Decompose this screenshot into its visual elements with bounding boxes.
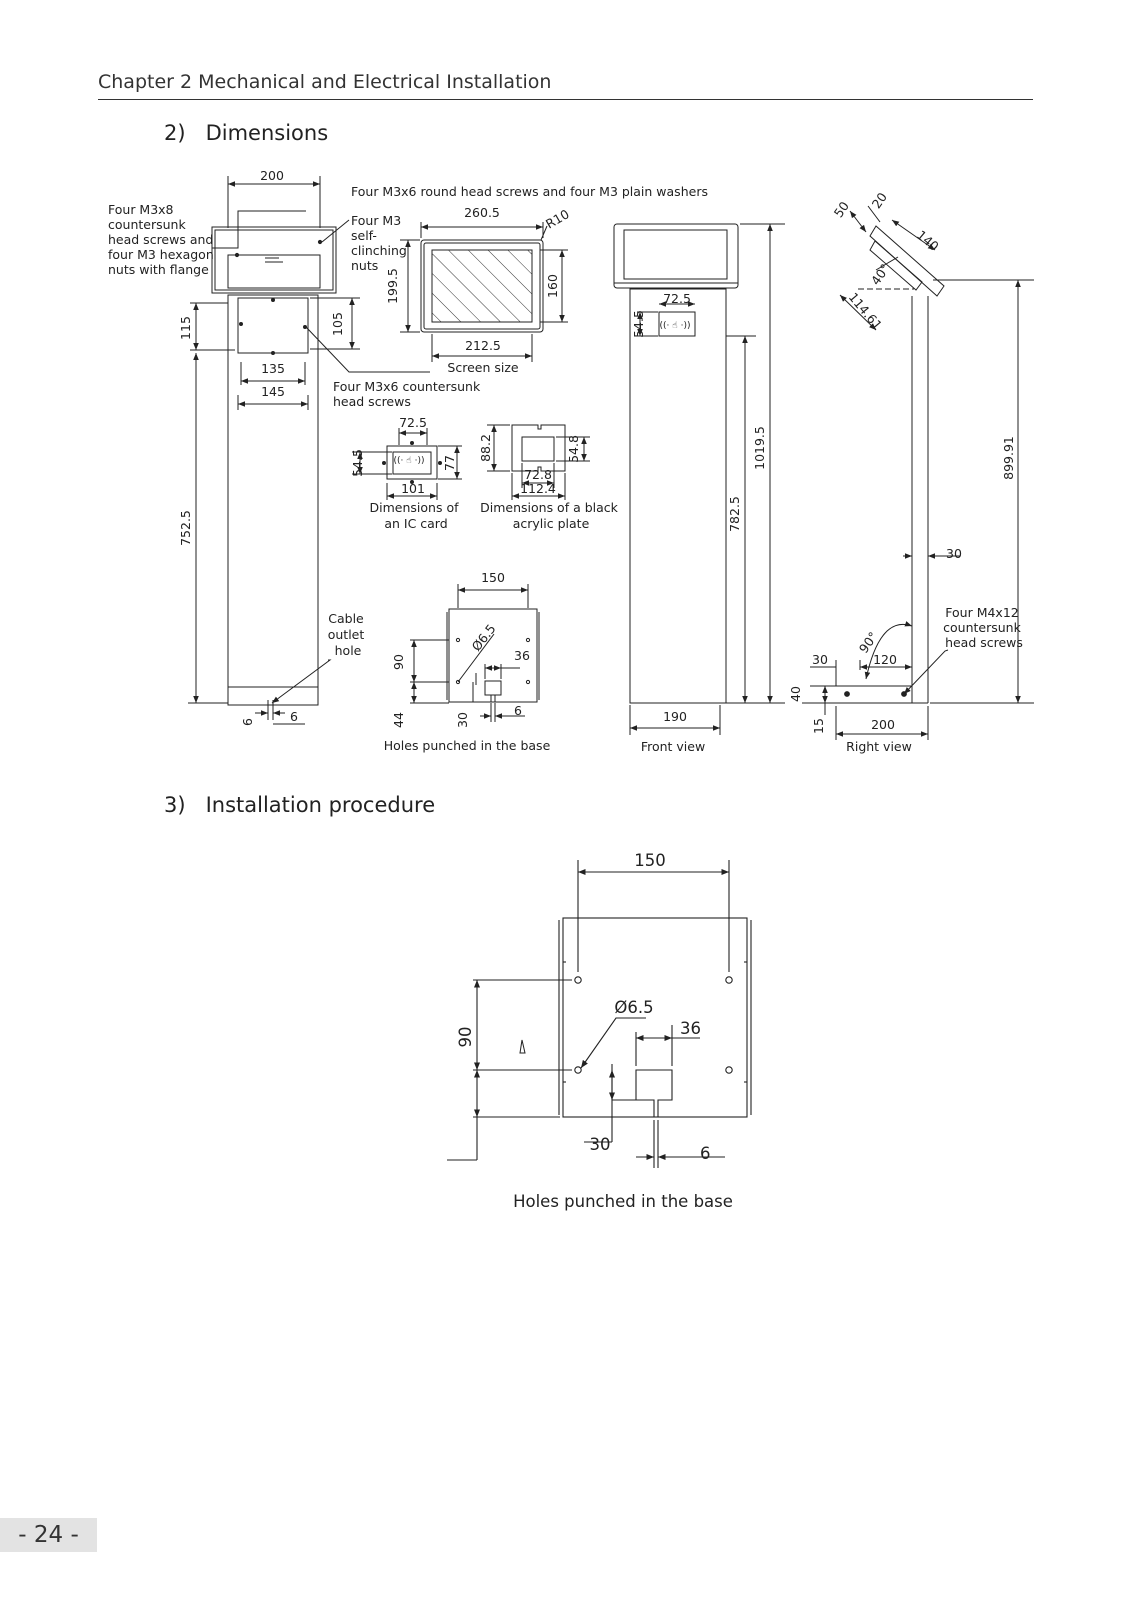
base-large-caption: Holes punched in the base <box>513 1192 733 1211</box>
base-large-drawing <box>447 860 752 1168</box>
base-large-dim-90: 90 <box>456 1027 475 1048</box>
rfid-icon-front: ((· ☝ ·)) <box>660 321 691 331</box>
acrylic-dim-112-4: 112.4 <box>520 481 556 496</box>
dim-160: 160 <box>545 274 560 298</box>
acrylic-plate-drawing <box>487 424 590 500</box>
dim-260-5: 260.5 <box>464 205 500 220</box>
base-small-dim-30: 30 <box>455 712 470 728</box>
right-dim-899-91: 899.91 <box>1001 436 1016 480</box>
left-view-drawing <box>188 176 430 725</box>
dim-width-200: 200 <box>260 168 284 183</box>
base-large-dim-36: 36 <box>680 1019 701 1038</box>
screen-drawing <box>400 222 568 362</box>
base-large-dim-phi: Ø6.5 <box>614 998 653 1017</box>
right-dim-114-61: 114.61 <box>846 290 886 333</box>
section-title-dimensions: 2) Dimensions <box>164 121 329 145</box>
front-dim-190: 190 <box>663 709 687 724</box>
dim-212-5: 212.5 <box>465 338 501 353</box>
acrylic-dim-72-8: 72.8 <box>524 467 552 482</box>
note-round-head-screws: Four M3x6 round head screws and four M3 … <box>351 184 708 199</box>
rfid-icon: ((· ☝ ·)) <box>394 456 425 466</box>
dim-6-vertical: 6 <box>240 718 255 726</box>
right-dim-15: 15 <box>811 718 826 734</box>
ic-card-drawing <box>352 428 462 500</box>
dim-135: 135 <box>261 361 285 376</box>
base-small-dim-44: 44 <box>391 712 406 728</box>
right-dim-140: 140 <box>914 227 942 254</box>
dim-105: 105 <box>330 312 345 336</box>
front-dim-1019-5: 1019.5 <box>752 426 767 470</box>
screen-size-caption: Screen size <box>447 360 518 375</box>
dim-752-5: 752.5 <box>178 510 193 546</box>
base-large-dim-6: 6 <box>700 1144 711 1163</box>
ic-dim-72-5: 72.5 <box>399 415 427 430</box>
base-small-dim-6: 6 <box>514 703 522 718</box>
ic-dim-101: 101 <box>401 481 425 496</box>
note-m3x6-countersunk: Four M3x6 countersunk head screws <box>333 379 484 409</box>
page-number: - 24 - <box>0 1518 97 1552</box>
dim-6-horizontal: 6 <box>290 709 298 724</box>
front-dim-782-5: 782.5 <box>727 496 742 532</box>
right-dim-30-bottom: 30 <box>812 652 828 667</box>
acrylic-dim-54-8: 54.8 <box>566 435 581 463</box>
front-dim-72-5: 72.5 <box>663 291 691 306</box>
base-small-drawing <box>410 584 540 722</box>
note-m3x8: Four M3x8 countersunk head screws and fo… <box>108 202 218 277</box>
note-m4x12: Four M4x12 countersunk head screws <box>943 605 1025 650</box>
note-m3-self-clinching: Four M3 self- clinching nuts <box>351 213 411 273</box>
section-title-installation: 3) Installation procedure <box>164 793 436 817</box>
ic-dim-54-5: 54.5 <box>350 449 365 477</box>
dim-145: 145 <box>261 384 285 399</box>
dim-199-5: 199.5 <box>385 268 400 304</box>
base-small-dim-phi: Ø6.5 <box>469 621 499 654</box>
dim-115: 115 <box>178 316 193 340</box>
right-view-caption: Right view <box>846 739 912 754</box>
acrylic-dim-88-2: 88.2 <box>478 434 493 462</box>
acrylic-caption: Dimensions of a black acrylic plate <box>480 500 622 531</box>
base-small-dim-36: 36 <box>514 648 530 663</box>
base-large-dim-150: 150 <box>634 851 666 870</box>
note-cable-outlet: Cable outlet hole <box>328 611 369 658</box>
right-dim-40: 40 <box>788 686 803 702</box>
dim-r10: R10 <box>543 206 572 231</box>
base-large-dim-30: 30 <box>590 1135 611 1154</box>
right-dim-120: 120 <box>873 652 897 667</box>
right-dim-30-top: 30 <box>946 546 962 561</box>
front-dim-54-5: 54.5 <box>631 310 646 338</box>
right-dim-40-deg: 40° <box>868 261 893 288</box>
base-small-dim-90: 90 <box>391 654 406 670</box>
front-view-drawing <box>613 223 785 735</box>
front-view-caption: Front view <box>641 739 705 754</box>
right-dim-50: 50 <box>831 199 852 221</box>
base-small-dim-150: 150 <box>481 570 505 585</box>
base-small-caption: Holes punched in the base <box>384 738 551 753</box>
ic-dim-77: 77 <box>442 455 457 471</box>
right-dim-200: 200 <box>871 717 895 732</box>
chapter-header: Chapter 2 Mechanical and Electrical Inst… <box>98 70 1033 100</box>
right-view-drawing <box>802 205 1034 740</box>
right-dim-20: 20 <box>869 190 890 212</box>
ic-card-caption: Dimensions of an IC card <box>370 500 463 531</box>
